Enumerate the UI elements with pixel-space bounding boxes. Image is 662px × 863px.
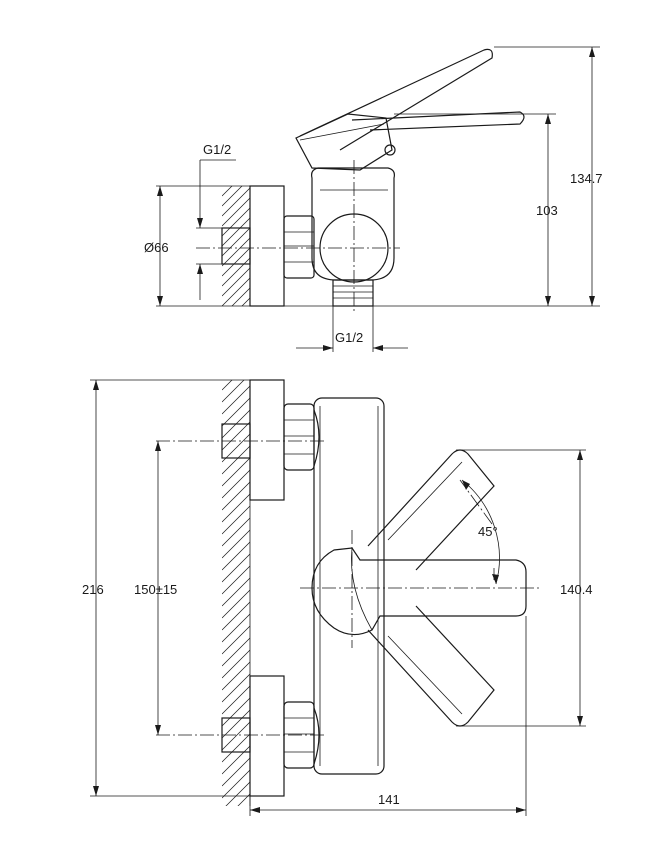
front-lever-lower	[367, 605, 495, 727]
side-view: Ø66 G1/2 G1/2 103 134.7	[144, 46, 603, 352]
front-lever-upper	[367, 449, 495, 571]
dim-diameter: Ø66	[144, 240, 169, 255]
side-wall-hatch	[222, 186, 251, 306]
front-upper-inlet	[221, 379, 320, 501]
dim-spout-height: 103	[536, 203, 558, 218]
dim-lever-span: 140.4	[560, 582, 593, 597]
side-flange	[249, 185, 285, 307]
front-wall-hatch	[222, 380, 251, 806]
dim-inlet-thread: G1/2	[203, 142, 231, 157]
side-lever	[299, 48, 525, 151]
side-inlet-pipe	[221, 227, 251, 265]
front-body	[313, 397, 385, 775]
side-hex-nut	[283, 215, 315, 279]
side-body	[311, 167, 395, 283]
dim-total-height: 134.7	[570, 171, 603, 186]
dim-depth: 141	[378, 792, 400, 807]
dim-inlet-spacing: 150±15	[134, 582, 177, 597]
dim-front-height: 216	[82, 582, 104, 597]
side-outlet-thread	[332, 279, 374, 307]
side-cartridge-housing	[295, 113, 393, 171]
angle-arc	[461, 479, 500, 585]
front-lower-inlet	[221, 675, 320, 797]
dim-lever-angle: 45°	[478, 524, 498, 539]
front-view: 45° 216 150±15 140.4 141	[82, 379, 593, 816]
dim-outlet-thread: G1/2	[335, 330, 363, 345]
front-lever-main	[311, 547, 527, 636]
side-cartridge-pin	[384, 144, 396, 156]
